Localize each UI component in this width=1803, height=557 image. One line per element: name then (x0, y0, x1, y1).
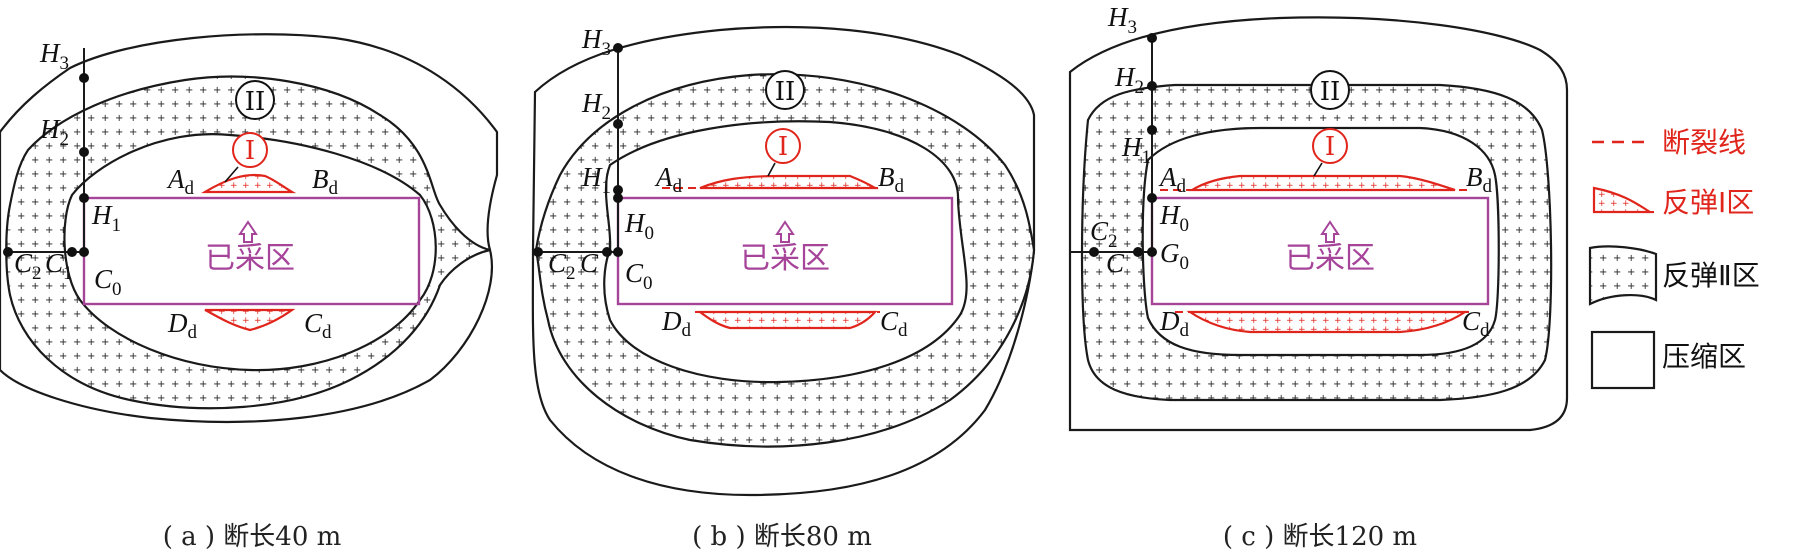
rebound-I-upper (699, 174, 879, 190)
label-C2: C2 (1090, 216, 1118, 252)
point-H0 (613, 193, 623, 203)
mining-direction-arrow (775, 220, 795, 243)
label-H2: H2 (581, 88, 611, 124)
point-H0 (1147, 193, 1157, 203)
rebound-II-marker (765, 70, 805, 110)
panel-c: II I 已采区 H3 H2 H1 H0 G0 C2 C Ad Bd Dd Cd… (1068, 2, 1569, 552)
label-C2: C2 (548, 248, 576, 284)
label-Dd: Dd (661, 306, 692, 341)
label-H0: H0 (624, 208, 654, 244)
rebound-I-marker-label: I (1325, 132, 1335, 162)
rebound-I-leader (224, 166, 239, 183)
rebound-I-marker (232, 132, 268, 168)
legend-rebound-I-swatch (1592, 186, 1654, 214)
rebound-I-lower (696, 310, 878, 330)
rebound-I-leader (1313, 162, 1323, 177)
point-C1 (67, 247, 77, 257)
panel-a: II I 已采区 H3 H2 H1 C0 C2 C1 Ad Bd Dd Cd (… (0, 33, 499, 552)
label-Cd: Cd (1462, 306, 1490, 341)
label-Ad: Ad (166, 164, 195, 199)
caption-a: ( a ) 断长40 m (163, 522, 342, 552)
label-Ad: Ad (1158, 162, 1187, 197)
label-Cd: Cd (304, 308, 332, 343)
label-H3: H3 (581, 24, 611, 60)
mining-direction-arrow (1320, 220, 1340, 243)
point-H3 (1147, 33, 1157, 43)
label-H1: H1 (91, 200, 121, 236)
label-Ad: Ad (654, 162, 683, 197)
label-Bd: Bd (312, 164, 339, 199)
caption-c: ( c ) 断长120 m (1223, 522, 1417, 552)
legend: 断裂线 反弹Ⅰ区 反弹Ⅱ区 压缩区 (1588, 126, 1760, 390)
rebound-II-zone (1080, 83, 1553, 402)
label-Cd: Cd (880, 306, 908, 341)
label-C0: C0 (94, 264, 122, 300)
rebound-I-upper (201, 173, 297, 194)
point-C2 (3, 247, 13, 257)
label-C0: C0 (625, 258, 653, 294)
rebound-I-leader (767, 162, 776, 177)
legend-rebound-II-swatch (1588, 245, 1658, 306)
rebound-I-upper (1188, 174, 1456, 192)
label-H3: H3 (1107, 2, 1137, 38)
rebound-I-marker-label: I (778, 132, 788, 162)
point-H2 (613, 119, 623, 129)
label-C1: C1 (45, 248, 73, 284)
label-Bd: Bd (1466, 162, 1493, 197)
rebound-I-lower (1186, 310, 1469, 334)
label-C: C (1106, 248, 1125, 278)
point-H2 (1147, 81, 1157, 91)
label-H1: H1 (581, 162, 611, 198)
rebound-I-lower (204, 308, 296, 332)
mining-direction-arrow (238, 220, 258, 243)
caption-b: ( b ) 断长80 m (692, 522, 872, 552)
panel-b: II I 已采区 H3 H2 H1 H0 C0 C2 C Ad Bd Dd Cd… (531, 24, 1036, 552)
rebound-I-marker (1312, 128, 1348, 164)
label-H2: H2 (1114, 62, 1144, 98)
point-H1 (613, 185, 623, 195)
label-Dd: Dd (167, 308, 198, 343)
legend-compression-label: 压缩区 (1662, 340, 1746, 373)
label-Dd: Dd (1159, 306, 1190, 341)
label-G0: G0 (1160, 238, 1189, 274)
label-H1: H1 (1121, 132, 1151, 168)
mined-area-label: 已采区 (1285, 241, 1375, 276)
point-C0 (79, 247, 89, 257)
rebound-II-marker-label: II (245, 87, 266, 117)
legend-rebound-II-label: 反弹Ⅱ区 (1662, 259, 1760, 292)
point-C2 (1089, 247, 1099, 257)
point-C (602, 247, 612, 257)
label-H3: H3 (39, 38, 69, 74)
mined-area-label: 已采区 (740, 241, 830, 276)
label-H0: H0 (1159, 200, 1189, 236)
point-H1 (79, 193, 89, 203)
rebound-I-marker (765, 128, 801, 164)
label-Bd: Bd (878, 162, 905, 197)
rebound-II-marker-label: II (775, 77, 796, 107)
point-G0 (1147, 247, 1157, 257)
label-C2: C2 (14, 248, 42, 284)
point-C (1133, 247, 1143, 257)
rebound-II-marker (1310, 70, 1350, 110)
label-H2: H2 (39, 114, 69, 150)
point-H2 (79, 147, 89, 157)
rebound-II-marker-label: II (1320, 77, 1341, 107)
point-C0 (613, 247, 623, 257)
rebound-I-marker-label: I (245, 136, 255, 166)
point-H3 (79, 73, 89, 83)
legend-compression-swatch (1590, 330, 1656, 390)
legend-fracture-line-label: 断裂线 (1662, 126, 1746, 159)
label-C: C (580, 248, 599, 278)
point-H3 (613, 43, 623, 53)
legend-rebound-I-label: 反弹Ⅰ区 (1662, 186, 1754, 219)
point-H1 (1147, 125, 1157, 135)
rebound-II-marker (235, 80, 275, 120)
mined-area-label: 已采区 (205, 241, 295, 276)
point-C2 (533, 247, 543, 257)
